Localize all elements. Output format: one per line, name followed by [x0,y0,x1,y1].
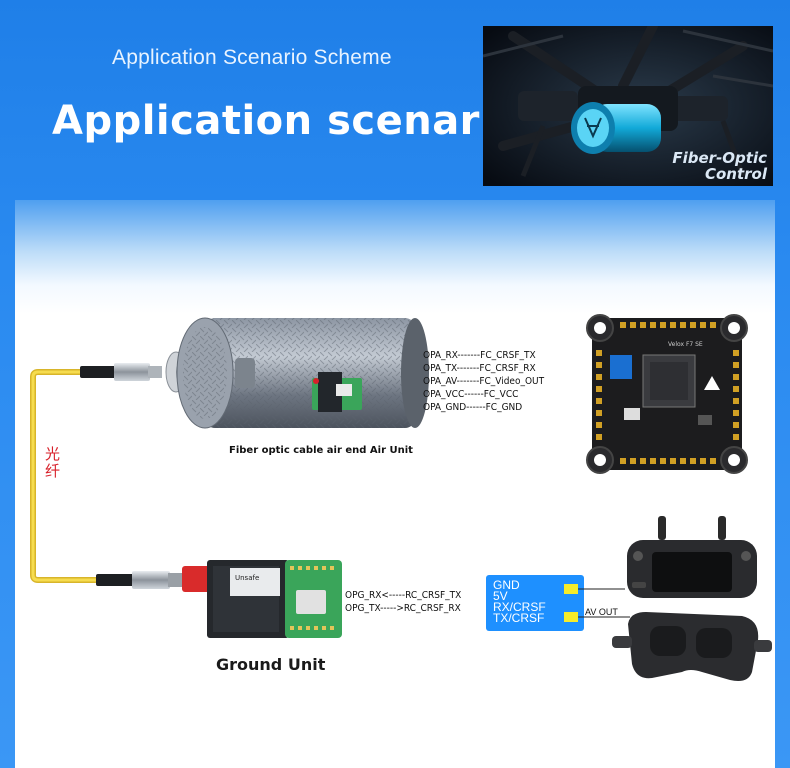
air-pin-rx: OPA_RX-------FC_CRSF_TX [423,350,536,361]
air-pin-vcc: OPA_VCC------FC_VCC [423,389,519,400]
drone-illustration [483,26,773,186]
av-out-label: AV OUT [585,607,618,617]
fpv-goggles [612,612,772,681]
ground-pin-rx: OPG_RX<-----RC_CRSF_TX [345,590,462,601]
fc-board-label: Velox F7 SE [668,341,703,348]
air-pin-map: OPA_RX-------FC_CRSF_TX OPA_TX-------FC_… [423,349,544,414]
rc-port-5v: 5V [493,589,508,603]
fiber-label: 光纤 [45,445,61,480]
rc-port-labels: GND 5V RX/CRSF TX/CRSF [493,578,546,625]
fiber-cable [30,369,100,583]
air-unit-caption: Fiber optic cable air end Air Unit [229,445,413,456]
hero-caption: Fiber-Optic Control [672,149,767,183]
rc-port-board [486,575,630,631]
air-pin-av: OPA_AV-------FC_Video_OUT [423,376,545,387]
ground-pin-tx: OPG_TX----->RC_CRSF_RX [345,603,461,614]
ground-fiber-connector [96,566,210,592]
ground-unit-caption: Ground Unit [216,655,326,674]
rc-port-gnd: GND [493,578,520,592]
air-unit [176,317,429,429]
header-subtitle: Application Scenario Scheme [112,46,392,69]
flight-controller-board: Velox F7 SE [586,314,748,474]
hero-drone-image: Fiber-Optic Control [483,26,773,186]
ground-unit: Unsafe [207,560,342,638]
air-pin-gnd: OPA_GND------FC_GND [423,402,523,413]
rc-port-rx: RX/CRSF [493,600,546,614]
ground-pin-map: OPG_RX<-----RC_CRSF_TX OPG_TX----->RC_CR… [345,589,461,615]
air-pin-tx: OPA_TX-------FC_CRSF_RX [423,363,536,374]
ground-module-label: Unsafe [235,574,259,582]
rc-port-tx: TX/CRSF [493,611,545,625]
remote-controller [627,516,757,598]
header-title: Application scenario [52,98,523,144]
